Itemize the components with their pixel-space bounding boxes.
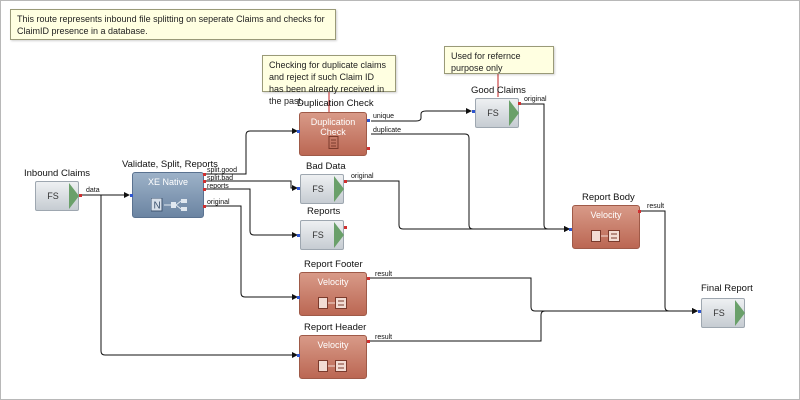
wire-report-header-to-final-report	[369, 308, 698, 342]
port-label-result-footer: result	[375, 271, 393, 278]
validate-split-in-port[interactable]	[130, 194, 133, 197]
reports-in-port[interactable]	[297, 234, 300, 237]
file-splitter-icon	[334, 222, 344, 248]
port-label-reports: reports	[207, 183, 229, 190]
good-claims-out-port[interactable]	[518, 102, 521, 105]
validate-split-node[interactable]: XE Native N	[132, 172, 204, 218]
good-claims-title: Good Claims	[471, 85, 526, 96]
port-label-unique: unique	[373, 113, 395, 120]
reference-note[interactable]: Used for refernce purpose only	[444, 46, 554, 74]
report-header-label: Velocity	[317, 340, 349, 350]
validate-split-title: Validate, Split, Reports	[122, 159, 218, 170]
file-splitter-icon	[509, 100, 519, 126]
port-label-original-good: original	[524, 96, 547, 103]
validate-split-label: XE Native	[147, 177, 189, 187]
velocity-template-icon	[318, 360, 347, 372]
wire-duplicate-to-report-body	[371, 133, 570, 232]
good-claims-label: FS	[487, 108, 499, 118]
port-label-original-xe: original	[207, 199, 230, 206]
report-header-in-port[interactable]	[297, 354, 300, 357]
duplication-check-label: Duplication Check	[310, 117, 356, 137]
duplication-check-title: Duplication Check	[297, 98, 374, 109]
validate-split-out-port-original[interactable]	[203, 205, 206, 208]
velocity-template-icon	[318, 297, 347, 309]
report-body-title: Report Body	[582, 192, 635, 203]
route-description-note[interactable]: This route represents inbound file split…	[10, 9, 336, 40]
duplication-check-icon	[328, 136, 339, 149]
wire-reports-to-reports	[204, 188, 298, 238]
wire-good-claims-to-report-body	[519, 103, 570, 232]
validate-split-out-port-good[interactable]	[203, 173, 206, 176]
wire-split-good-to-duplication-check	[204, 128, 298, 175]
port-label-original-bad: original	[351, 173, 374, 180]
report-footer-out-port[interactable]	[367, 277, 370, 280]
port-label-split-bad: split.bad	[207, 175, 234, 182]
duplication-check-out-port-unique[interactable]	[367, 119, 370, 122]
wire-original-to-report-footer	[204, 205, 298, 300]
port-label-data: data	[86, 187, 100, 194]
bad-data-out-port[interactable]	[344, 180, 347, 183]
report-footer-node[interactable]: Velocity	[299, 272, 367, 316]
report-body-label: Velocity	[590, 210, 622, 220]
wire-unique-to-good-claims	[371, 108, 472, 122]
report-body-in-port[interactable]	[569, 228, 572, 231]
duplication-check-in-port[interactable]	[297, 130, 300, 133]
report-footer-in-port[interactable]	[297, 296, 300, 299]
wire-bad-data-to-report-body	[346, 180, 570, 232]
validate-split-out-port-bad[interactable]	[203, 180, 206, 183]
report-header-title: Report Header	[304, 322, 367, 333]
inbound-claims-out-port[interactable]	[79, 194, 82, 197]
report-header-node[interactable]: Velocity	[299, 335, 367, 379]
wire-report-footer-to-final-report	[369, 277, 698, 314]
validate-split-out-port-reports[interactable]	[203, 188, 206, 191]
report-header-out-port[interactable]	[367, 340, 370, 343]
xe-native-icon: N	[151, 198, 187, 212]
final-report-label: FS	[713, 308, 725, 318]
reports-label: FS	[312, 230, 324, 240]
velocity-template-icon	[591, 230, 620, 242]
duplicate-check-note[interactable]: Checking for duplicate claims and reject…	[262, 55, 396, 106]
report-footer-title: Report Footer	[304, 259, 363, 270]
bad-data-title: Bad Data	[306, 161, 346, 172]
report-footer-label: Velocity	[317, 277, 349, 287]
port-label-split-good: split.good	[207, 167, 237, 174]
svg-text:N: N	[154, 201, 161, 212]
final-report-in-port[interactable]	[698, 310, 701, 313]
duplication-check-node[interactable]: Duplication Check	[299, 112, 367, 156]
file-splitter-icon	[735, 300, 745, 326]
report-body-node[interactable]: Velocity	[572, 205, 640, 249]
wire-split-bad-to-bad-data	[204, 180, 298, 191]
bad-data-label: FS	[312, 184, 324, 194]
good-claims-node[interactable]: FS	[475, 98, 519, 128]
inbound-claims-title: Inbound Claims	[24, 168, 91, 179]
good-claims-in-port[interactable]	[472, 110, 475, 113]
file-splitter-icon	[69, 183, 79, 209]
file-splitter-icon	[334, 176, 344, 202]
final-report-title: Final Report	[701, 283, 753, 294]
inbound-claims-node[interactable]: FS	[35, 181, 79, 211]
reports-node[interactable]: FS	[300, 220, 344, 250]
inbound-claims-label: FS	[47, 191, 59, 201]
port-label-result-body: result	[647, 203, 665, 210]
port-label-result-header: result	[375, 334, 393, 341]
reports-out-port[interactable]	[344, 226, 347, 229]
port-label-duplicate: duplicate	[373, 127, 402, 134]
bad-data-in-port[interactable]	[297, 187, 300, 190]
report-body-out-port[interactable]	[638, 210, 641, 213]
duplication-check-out-port-duplicate[interactable]	[367, 147, 370, 150]
bad-data-node[interactable]: FS	[300, 174, 344, 204]
reports-title: Reports	[307, 206, 341, 217]
wire-report-body-to-final-report	[639, 210, 698, 314]
wire-data-to-report-header	[100, 195, 298, 358]
final-report-node[interactable]: FS	[701, 298, 745, 328]
